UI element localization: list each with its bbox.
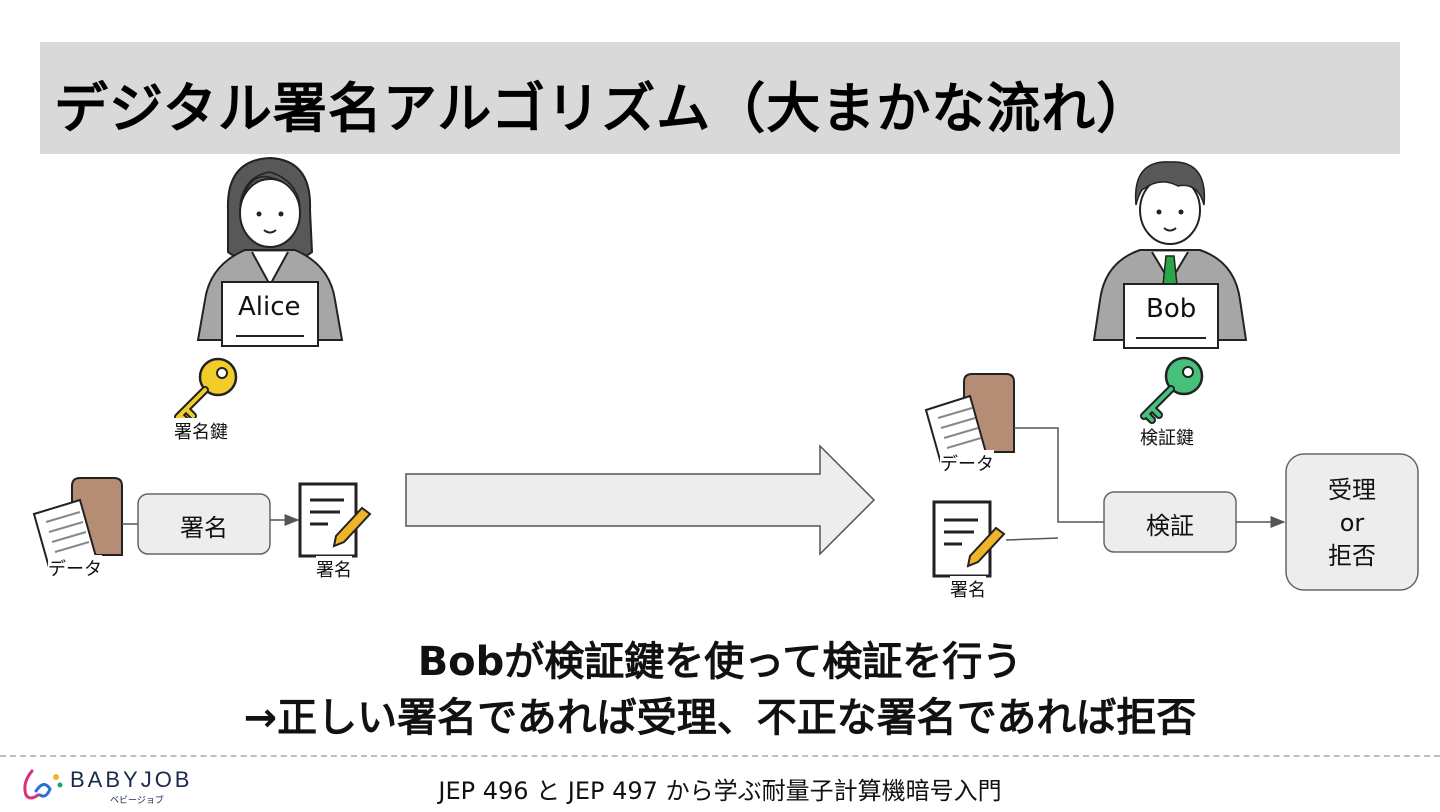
footer-title: JEP 496 と JEP 497 から学ぶ耐量子計算機暗号入門 (438, 777, 1002, 805)
babyjob-logo: BABYJOB ベビージョブ (18, 765, 218, 806)
signing-key-icon (174, 357, 238, 425)
sign-box-label: 署名 (180, 514, 228, 542)
verification-key-label: 検証鍵 (1140, 424, 1194, 450)
left-signature-icon (298, 482, 372, 558)
conclusion-line-1: Bobが検証鍵を使って検証を行う (417, 639, 1023, 685)
logo-kana: ベビージョブ (110, 796, 164, 806)
conclusion-text: Bobが検証鍵を使って検証を行う →正しい署名であれば受理、不正な署名であれば拒… (0, 634, 1440, 746)
title-bar: デジタル署名アルゴリズム（大まかな流れ） (40, 42, 1400, 154)
left-signature-label: 署名 (316, 556, 352, 582)
result-reject: 拒否 (1328, 542, 1376, 570)
conclusion-line-2: →正しい署名であれば受理、不正な署名であれば拒否 (243, 695, 1197, 741)
signing-key-label: 署名鍵 (174, 418, 228, 444)
left-data-label: データ (48, 555, 102, 581)
footer: BABYJOB ベビージョブ JEP 496 と JEP 497 から学ぶ耐量子… (0, 755, 1440, 812)
sign-process-box (137, 493, 271, 555)
verification-key-icon (1140, 356, 1204, 424)
babyjob-logo-mark-icon (23, 769, 63, 800)
transfer-arrow (405, 444, 876, 556)
page-title: デジタル署名アルゴリズム（大まかな流れ） (54, 77, 1152, 140)
result-box-text: 受理 or 拒否 (1286, 474, 1418, 573)
logo-wordmark: BABYJOB (70, 767, 193, 792)
right-data-label: データ (940, 450, 994, 476)
result-or: or (1339, 509, 1365, 537)
result-accept: 受理 (1328, 476, 1376, 504)
right-signature-label: 署名 (950, 576, 986, 602)
alice-name-label: Alice (238, 292, 301, 322)
verify-box-label: 検証 (1146, 512, 1194, 540)
result-box (1285, 453, 1419, 591)
bob-name-label: Bob (1146, 294, 1197, 324)
right-signature-icon (932, 500, 1006, 578)
